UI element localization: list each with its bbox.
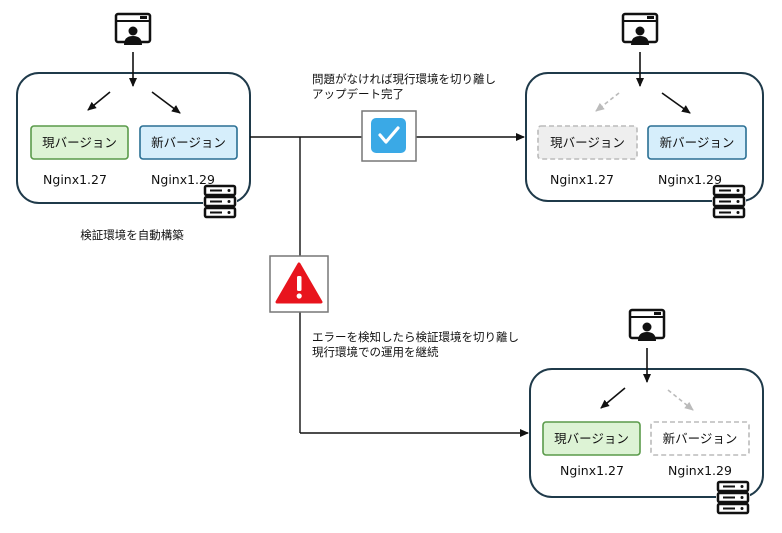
new-version-label: 新バージョン (660, 135, 735, 150)
arrow-to-new (661, 92, 691, 114)
arrow-to-new-inactive (667, 389, 694, 411)
server-icon (714, 478, 752, 516)
check-icon (361, 110, 417, 162)
user-browser-icon (621, 12, 659, 47)
success-environment-panel (525, 72, 764, 202)
success-annotation-line2: アップデート完了 (312, 87, 404, 101)
current-version-number: Nginx1.27 (560, 463, 624, 478)
new-version-number: Nginx1.29 (668, 463, 732, 478)
current-version-number: Nginx1.27 (43, 172, 107, 187)
current-version-label: 現バージョン (550, 135, 625, 150)
server-icon (710, 182, 748, 220)
current-version-box-inactive: 現バージョン (537, 125, 638, 160)
new-version-box: 新バージョン (139, 125, 238, 160)
auto-build-caption: 検証環境を自動構築 (80, 228, 184, 242)
success-annotation-line1: 問題がなければ現行環境を切り離し (312, 72, 496, 86)
current-version-label: 現バージョン (42, 135, 117, 150)
user-browser-icon (628, 308, 666, 343)
user-browser-icon (114, 12, 152, 47)
arrow-to-current (600, 387, 626, 409)
new-version-label: 新バージョン (151, 135, 226, 150)
current-version-number: Nginx1.27 (550, 172, 614, 187)
new-version-label: 新バージョン (663, 431, 738, 446)
new-version-number: Nginx1.29 (151, 172, 215, 187)
connector-lines (250, 133, 529, 437)
current-version-label: 現バージョン (554, 431, 629, 446)
arrow-to-new (151, 91, 181, 114)
arrow-to-current (87, 91, 111, 111)
warning-icon (269, 255, 329, 313)
new-version-number: Nginx1.29 (658, 172, 722, 187)
current-version-box: 現バージョン (30, 125, 129, 160)
failure-annotation-line2: 現行環境での運用を継続 (312, 345, 439, 359)
arrow-to-current-inactive (595, 92, 620, 112)
new-version-box: 新バージョン (647, 125, 747, 160)
failure-annotation-line1: エラーを検知したら検証環境を切り離し (312, 330, 519, 344)
new-version-box-inactive: 新バージョン (650, 421, 750, 456)
current-version-box: 現バージョン (542, 421, 641, 456)
server-icon (201, 182, 239, 220)
